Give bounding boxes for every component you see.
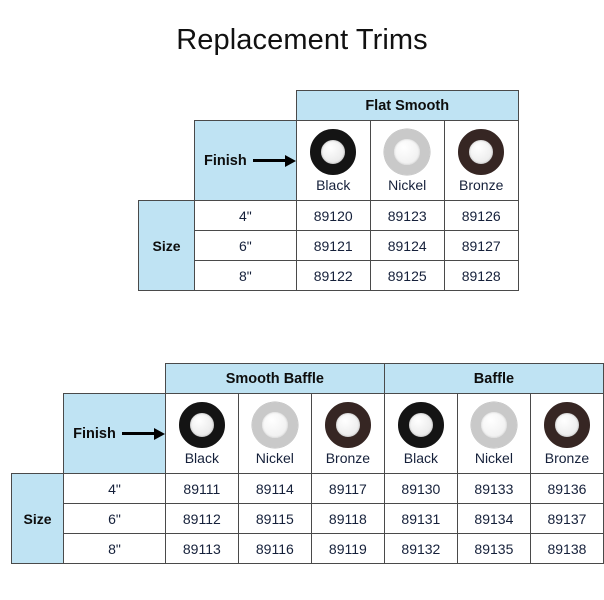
trim-ring-nickel-icon: [384, 128, 431, 175]
finish-label-cell: Finish: [194, 120, 297, 201]
finish-swatch-nickel: Nickel: [237, 393, 312, 474]
part-number: 89138: [529, 533, 604, 564]
finish-row: Finish Black Nickel: [139, 120, 519, 201]
finish-name-nickel: Nickel: [388, 176, 427, 193]
trim-ring-bronze-icon: [543, 401, 590, 448]
trim-ring-black-icon: [178, 401, 225, 448]
size-value: 4": [194, 200, 297, 231]
finish-name-black: Black: [403, 449, 438, 466]
spacer-cell: [12, 364, 64, 394]
part-number: 89130: [383, 473, 458, 504]
part-number: 89132: [383, 533, 458, 564]
finish-swatch-black: Black: [295, 120, 371, 201]
finish-name-black: Black: [316, 176, 351, 193]
size-value: 6": [194, 230, 297, 261]
baffle-trim-table: Smooth Baffle Baffle Finish Black: [10, 363, 604, 564]
finish-swatch-nickel: Nickel: [369, 120, 445, 201]
part-number: 89126: [443, 200, 519, 231]
group-header-row: Smooth Baffle Baffle: [12, 363, 604, 394]
part-number: 89135: [456, 533, 531, 564]
group-header-smooth-baffle: Smooth Baffle: [164, 363, 385, 394]
part-number: 89114: [237, 473, 312, 504]
right-arrow-icon: [252, 154, 296, 167]
page-title: Replacement Trims: [176, 24, 428, 56]
size-label-cell: Size: [10, 473, 65, 564]
spacer-cell: [12, 394, 64, 474]
part-number: 89120: [295, 200, 371, 231]
part-number: 89121: [295, 230, 371, 261]
size-value: 6": [63, 503, 166, 534]
part-number: 89112: [164, 503, 239, 534]
part-number: 89116: [237, 533, 312, 564]
part-number: 89115: [237, 503, 312, 534]
part-number: 89113: [164, 533, 239, 564]
size-value: 8": [194, 260, 297, 291]
trim-ring-nickel-icon: [470, 401, 517, 448]
trim-ring-black-icon: [310, 128, 357, 175]
finish-swatch-black: Black: [383, 393, 458, 474]
part-number: 89123: [369, 200, 445, 231]
trim-ring-black-icon: [397, 401, 444, 448]
part-number: 89134: [456, 503, 531, 534]
finish-label: Finish: [73, 425, 116, 442]
flat-smooth-trim-table: Flat Smooth Finish Black: [138, 90, 519, 291]
trim-ring-bronze-icon: [458, 128, 505, 175]
part-number: 89128: [443, 260, 519, 291]
group-header-baffle: Baffle: [383, 363, 604, 394]
spacer-cell: [139, 91, 195, 121]
group-header-row: Flat Smooth: [139, 90, 519, 121]
part-number: 89118: [310, 503, 385, 534]
table-row: Size 4" 89111 89114 89117 89130 89133 89…: [10, 473, 604, 564]
finish-name-bronze: Bronze: [544, 449, 590, 466]
finish-name-bronze: Bronze: [459, 176, 504, 193]
finish-name-nickel: Nickel: [255, 449, 294, 466]
part-number: 89125: [369, 260, 445, 291]
part-number: 89131: [383, 503, 458, 534]
finish-swatch-bronze: Bronze: [529, 393, 604, 474]
part-number: 89137: [529, 503, 604, 534]
finish-swatch-black: Black: [164, 393, 239, 474]
part-number: 89124: [369, 230, 445, 261]
finish-name-bronze: Bronze: [325, 449, 371, 466]
part-number: 89133: [456, 473, 531, 504]
table-row: 8" 89113 89116 89119 89132 89135 89138: [12, 533, 604, 564]
spacer-cell: [195, 91, 297, 121]
spacer-cell: [64, 364, 166, 394]
finish-name-nickel: Nickel: [474, 449, 513, 466]
table-row: 6" 89112 89115 89118 89131 89134 89137: [12, 503, 604, 534]
finish-row: Finish Black Nickel: [12, 393, 604, 474]
finish-swatch-bronze: Bronze: [443, 120, 519, 201]
finish-name-black: Black: [184, 449, 219, 466]
finish-label: Finish: [204, 152, 247, 169]
trim-ring-nickel-icon: [251, 401, 298, 448]
right-arrow-icon: [121, 427, 165, 440]
spacer-cell: [139, 121, 195, 201]
part-number: 89122: [295, 260, 371, 291]
finish-swatch-bronze: Bronze: [310, 393, 385, 474]
part-number: 89119: [310, 533, 385, 564]
part-number: 89111: [164, 473, 239, 504]
trim-ring-bronze-icon: [324, 401, 371, 448]
group-header-flat-smooth: Flat Smooth: [295, 90, 519, 121]
part-number: 89127: [443, 230, 519, 261]
size-value: 4": [63, 473, 166, 504]
size-label-cell: Size: [138, 200, 195, 291]
finish-swatch-nickel: Nickel: [456, 393, 531, 474]
finish-label-cell: Finish: [63, 393, 166, 474]
part-number: 89117: [310, 473, 385, 504]
size-value: 8": [63, 533, 166, 564]
table-row: Size 4" 89120 89123 89126: [138, 200, 519, 291]
table-row: 6" 89121 89124 89127: [139, 230, 519, 261]
table-row: 8" 89122 89125 89128: [139, 260, 519, 291]
part-number: 89136: [529, 473, 604, 504]
